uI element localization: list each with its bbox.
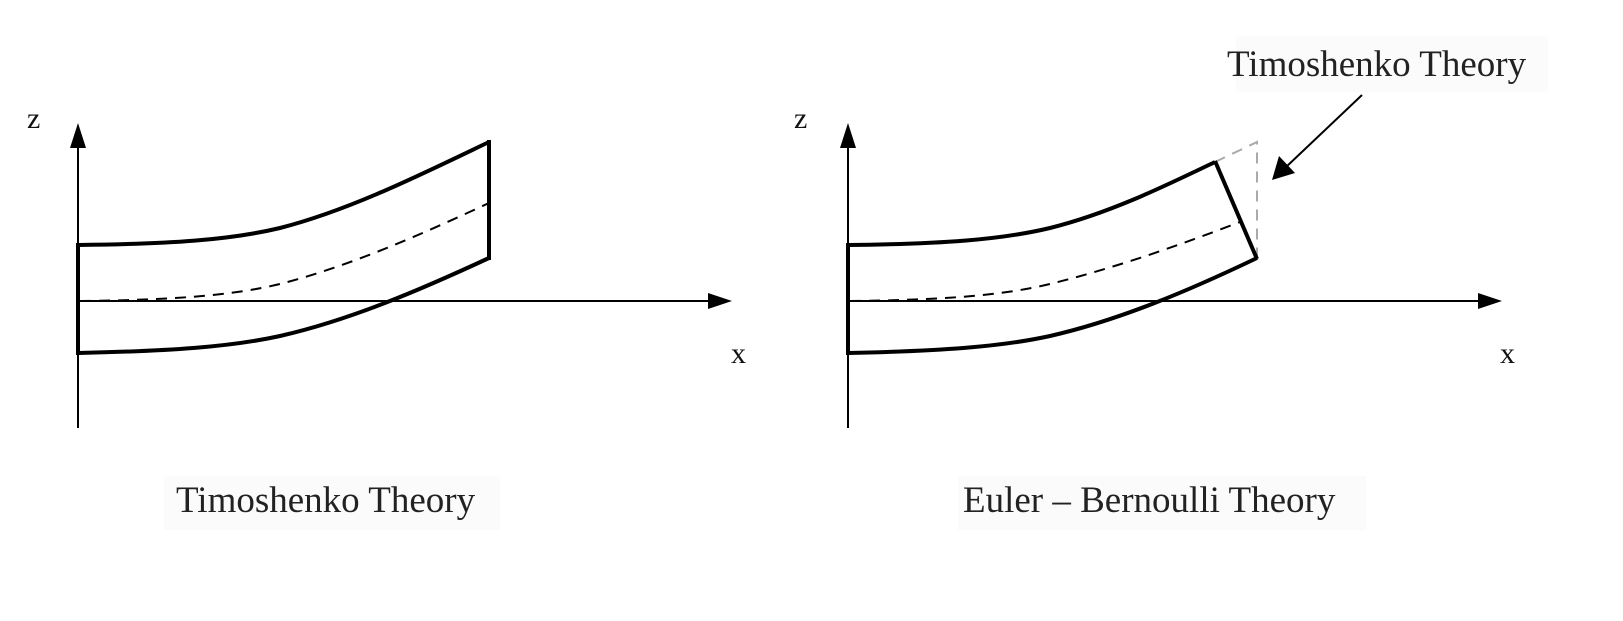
- right-x-axis-arrowhead-icon: [1478, 293, 1502, 309]
- right-caption-background: [958, 476, 1366, 530]
- right-z-axis-arrowhead-icon: [840, 123, 856, 148]
- left-x-axis-label: x: [731, 337, 746, 370]
- right-timoshenko-section-ghost-dashed: [1214, 140, 1258, 258]
- annotation-arrowhead-icon: [1272, 156, 1295, 180]
- right-x-axis-label: x: [1500, 337, 1515, 370]
- left-z-axis-arrowhead-icon: [70, 123, 86, 148]
- right-z-axis-label: z: [794, 102, 807, 135]
- right-caption: Euler – Bernoulli Theory: [963, 480, 1336, 521]
- left-x-axis-arrowhead-icon: [708, 293, 732, 309]
- annotation-label-timoshenko: Timoshenko Theory: [1227, 44, 1527, 85]
- left-beam-bottom-edge: [77, 256, 490, 355]
- left-panel-timoshenko: z x Timoshenko Theory: [27, 102, 746, 530]
- right-panel-euler-bernoulli: z x Timoshenko Theory Euler – Bernoulli …: [794, 36, 1548, 530]
- right-beam-neutral-axis-dashed: [849, 221, 1241, 302]
- annotation-background: [1236, 36, 1548, 92]
- annotation-arrow-line: [1284, 94, 1363, 169]
- left-z-axis-label: z: [27, 102, 40, 135]
- left-beam-top-edge: [77, 140, 490, 247]
- right-beam-bottom-edge: [847, 256, 1258, 355]
- left-caption: Timoshenko Theory: [176, 480, 476, 521]
- right-beam-top-edge: [847, 160, 1216, 247]
- right-beam-free-end-perpendicular-section: [1213, 160, 1259, 260]
- left-caption-background: [164, 476, 500, 530]
